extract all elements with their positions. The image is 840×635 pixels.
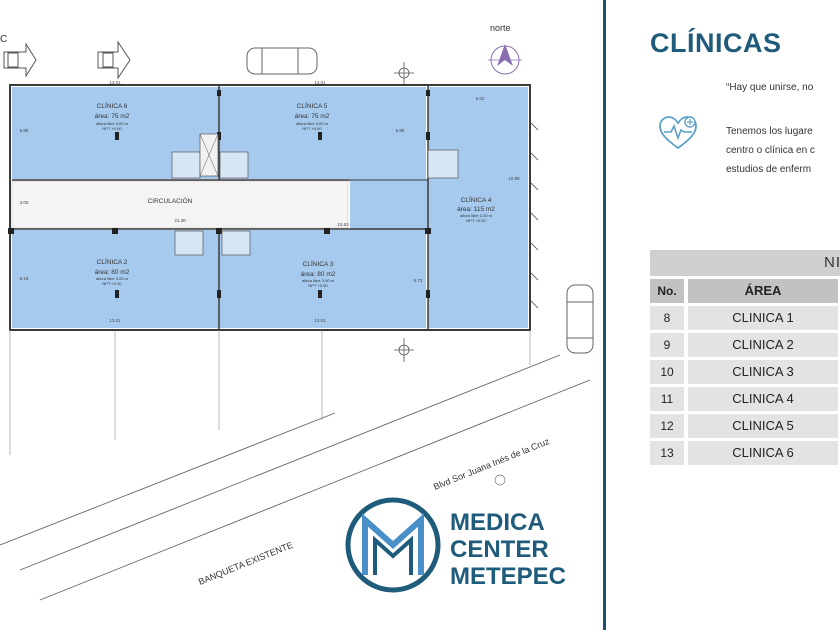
svg-text:13.01: 13.01 — [314, 80, 326, 85]
north-compass-icon — [488, 44, 522, 75]
svg-text:NPT +0.00: NPT +0.00 — [102, 126, 122, 131]
left-edge-label: C — [0, 34, 7, 45]
table-row: 13 CLINICA 6 — [650, 441, 840, 465]
north-label: norte — [490, 23, 511, 33]
column-header-area: ÁREA — [688, 279, 838, 303]
clinic-4-name: CLÍNICA 4 — [461, 195, 492, 204]
panel-description: Tenemos los lugare centro o clínica en c… — [726, 126, 815, 175]
svg-text:NPT +0.00: NPT +0.00 — [466, 218, 486, 223]
clinic-5-area: área: 75 m2 — [295, 113, 330, 120]
svg-text:altura libre 3.00 m: altura libre 3.00 m — [96, 276, 129, 281]
svg-text:13.01: 13.01 — [109, 80, 121, 85]
sidewalk-label: BANQUETA EXISTENTE — [197, 540, 294, 587]
logo: MEDICA CENTER METEPEC — [345, 497, 566, 593]
logo-text-line3: METEPEC — [450, 563, 566, 590]
table-row: 8 CLINICA 1 — [650, 306, 840, 330]
entrance-arrow-icon — [97, 40, 131, 80]
table-level-header: NIVE — [650, 250, 840, 276]
logo-mark-icon — [362, 513, 424, 575]
clinic-6-name: CLÍNICA 6 — [97, 101, 128, 110]
svg-text:10.63: 10.63 — [337, 222, 349, 227]
clinic-4-area: área: 115 m2 — [457, 206, 495, 213]
floor-plan: C norte — [0, 23, 594, 601]
circulation-corridor — [11, 180, 349, 229]
svg-text:6.19: 6.19 — [20, 276, 29, 281]
svg-text:13.01: 13.01 — [314, 318, 326, 323]
svg-text:altura libre 3.00 m: altura libre 3.00 m — [96, 121, 129, 126]
svg-text:5.85: 5.85 — [20, 128, 29, 133]
svg-text:NPT +0.00: NPT +0.00 — [302, 126, 322, 131]
panel-title: CLÍNICAS — [650, 28, 782, 58]
svg-text:21.30: 21.30 — [174, 218, 186, 223]
panel-divider — [603, 0, 606, 630]
heart-monitor-icon — [656, 112, 700, 156]
clinic-3-name: CLÍNICA 3 — [303, 259, 334, 268]
panel-quote: “Hay que unirse, no — [726, 82, 814, 93]
table-row: 12 CLINICA 5 — [650, 414, 840, 438]
table-header-row: No. ÁREA — [650, 279, 840, 303]
table-row: 9 CLINICA 2 — [650, 333, 840, 357]
svg-text:6.62: 6.62 — [476, 96, 485, 101]
logo-text-line2: CENTER — [450, 536, 549, 563]
floor-plan-drawing: C norte — [0, 23, 594, 601]
clinic-5-name: CLÍNICA 5 — [297, 101, 328, 110]
svg-text:altura libre 3.00 m: altura libre 3.00 m — [296, 121, 329, 126]
svg-text:NPT +0.00: NPT +0.00 — [102, 281, 122, 286]
street-label: Blvd Sor Juana Inés de la Cruz — [432, 436, 551, 492]
circulation-label: CIRCULACIÓN — [148, 196, 193, 205]
clinic-6-area: área: 75 m2 — [95, 113, 130, 120]
svg-text:13.01: 13.01 — [109, 318, 121, 323]
entrance-arrow-icon — [3, 42, 37, 78]
clinic-2-name: CLÍNICA 2 — [97, 257, 128, 266]
svg-text:altura libre 3.00 m: altura libre 3.00 m — [460, 213, 493, 218]
parked-car-icon — [566, 284, 594, 354]
svg-text:5.73: 5.73 — [414, 278, 423, 283]
table-row: 10 CLINICA 3 — [650, 360, 840, 384]
table-row: 11 CLINICA 4 — [650, 387, 840, 411]
clinic-3-area: área: 80 m2 — [301, 271, 336, 278]
svg-text:5.85: 5.85 — [396, 128, 405, 133]
info-panel: CLÍNICAS “Hay que unirse, no Tenemos los… — [606, 0, 840, 630]
clinic-2-area: área: 80 m2 — [95, 269, 130, 276]
logo-text-line1: MEDICA — [450, 509, 545, 536]
svg-text:3.00: 3.00 — [20, 200, 29, 205]
svg-text:altura libre 3.00 m: altura libre 3.00 m — [302, 278, 335, 283]
clinics-table: NIVE No. ÁREA 8 CLINICA 1 9 CLINICA 2 10… — [650, 250, 840, 465]
room-clinic-4 — [428, 87, 528, 328]
svg-text:10.85: 10.85 — [508, 176, 520, 181]
parked-car-icon — [246, 47, 318, 75]
column-header-no: No. — [650, 279, 684, 303]
svg-text:NPT +0.00: NPT +0.00 — [308, 283, 328, 288]
